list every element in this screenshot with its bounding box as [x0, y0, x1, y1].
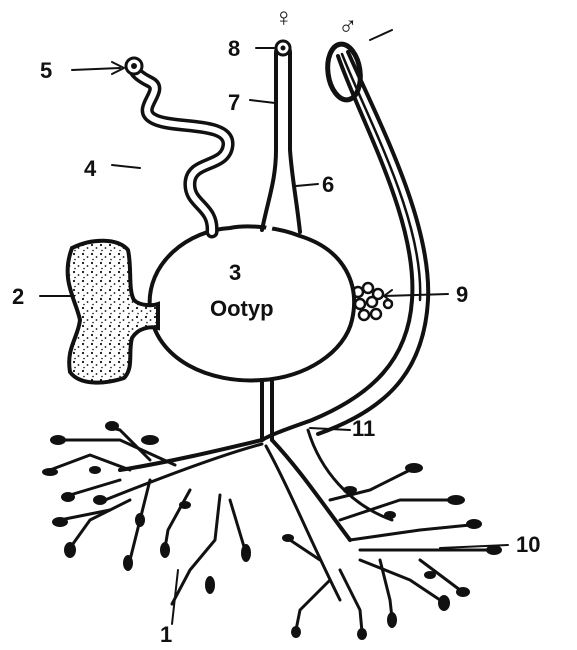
label-3: 3 [229, 260, 241, 285]
label-7: 7 [228, 90, 240, 115]
label-4: 4 [84, 156, 97, 181]
label-6: 6 [322, 172, 334, 197]
mehlis-gland [353, 283, 392, 320]
leader-4 [112, 165, 140, 168]
leader-5 [72, 68, 120, 70]
coiled-duct [126, 58, 228, 232]
label-2: 2 [12, 284, 24, 309]
right-vitellaria [290, 470, 490, 632]
label-11: 11 [352, 416, 375, 441]
male-arrow-shaft [370, 30, 392, 40]
male-duct [262, 42, 428, 440]
leader-7 [250, 100, 275, 103]
leader-9 [384, 294, 448, 296]
left-vitellaria [50, 428, 245, 604]
ootype-label: Ootyp [210, 296, 274, 321]
male-symbol: ♂ [338, 10, 358, 40]
label-10: 10 [516, 532, 540, 557]
leader-11 [310, 428, 350, 430]
label-9: 9 [456, 282, 468, 307]
female-duct [262, 41, 300, 233]
label-1: 1 [160, 622, 172, 647]
leader-6 [296, 184, 318, 186]
female-symbol: ♀ [274, 2, 294, 32]
label-8: 8 [228, 36, 240, 61]
seminal-receptacle [68, 241, 158, 383]
label-5: 5 [40, 58, 52, 83]
